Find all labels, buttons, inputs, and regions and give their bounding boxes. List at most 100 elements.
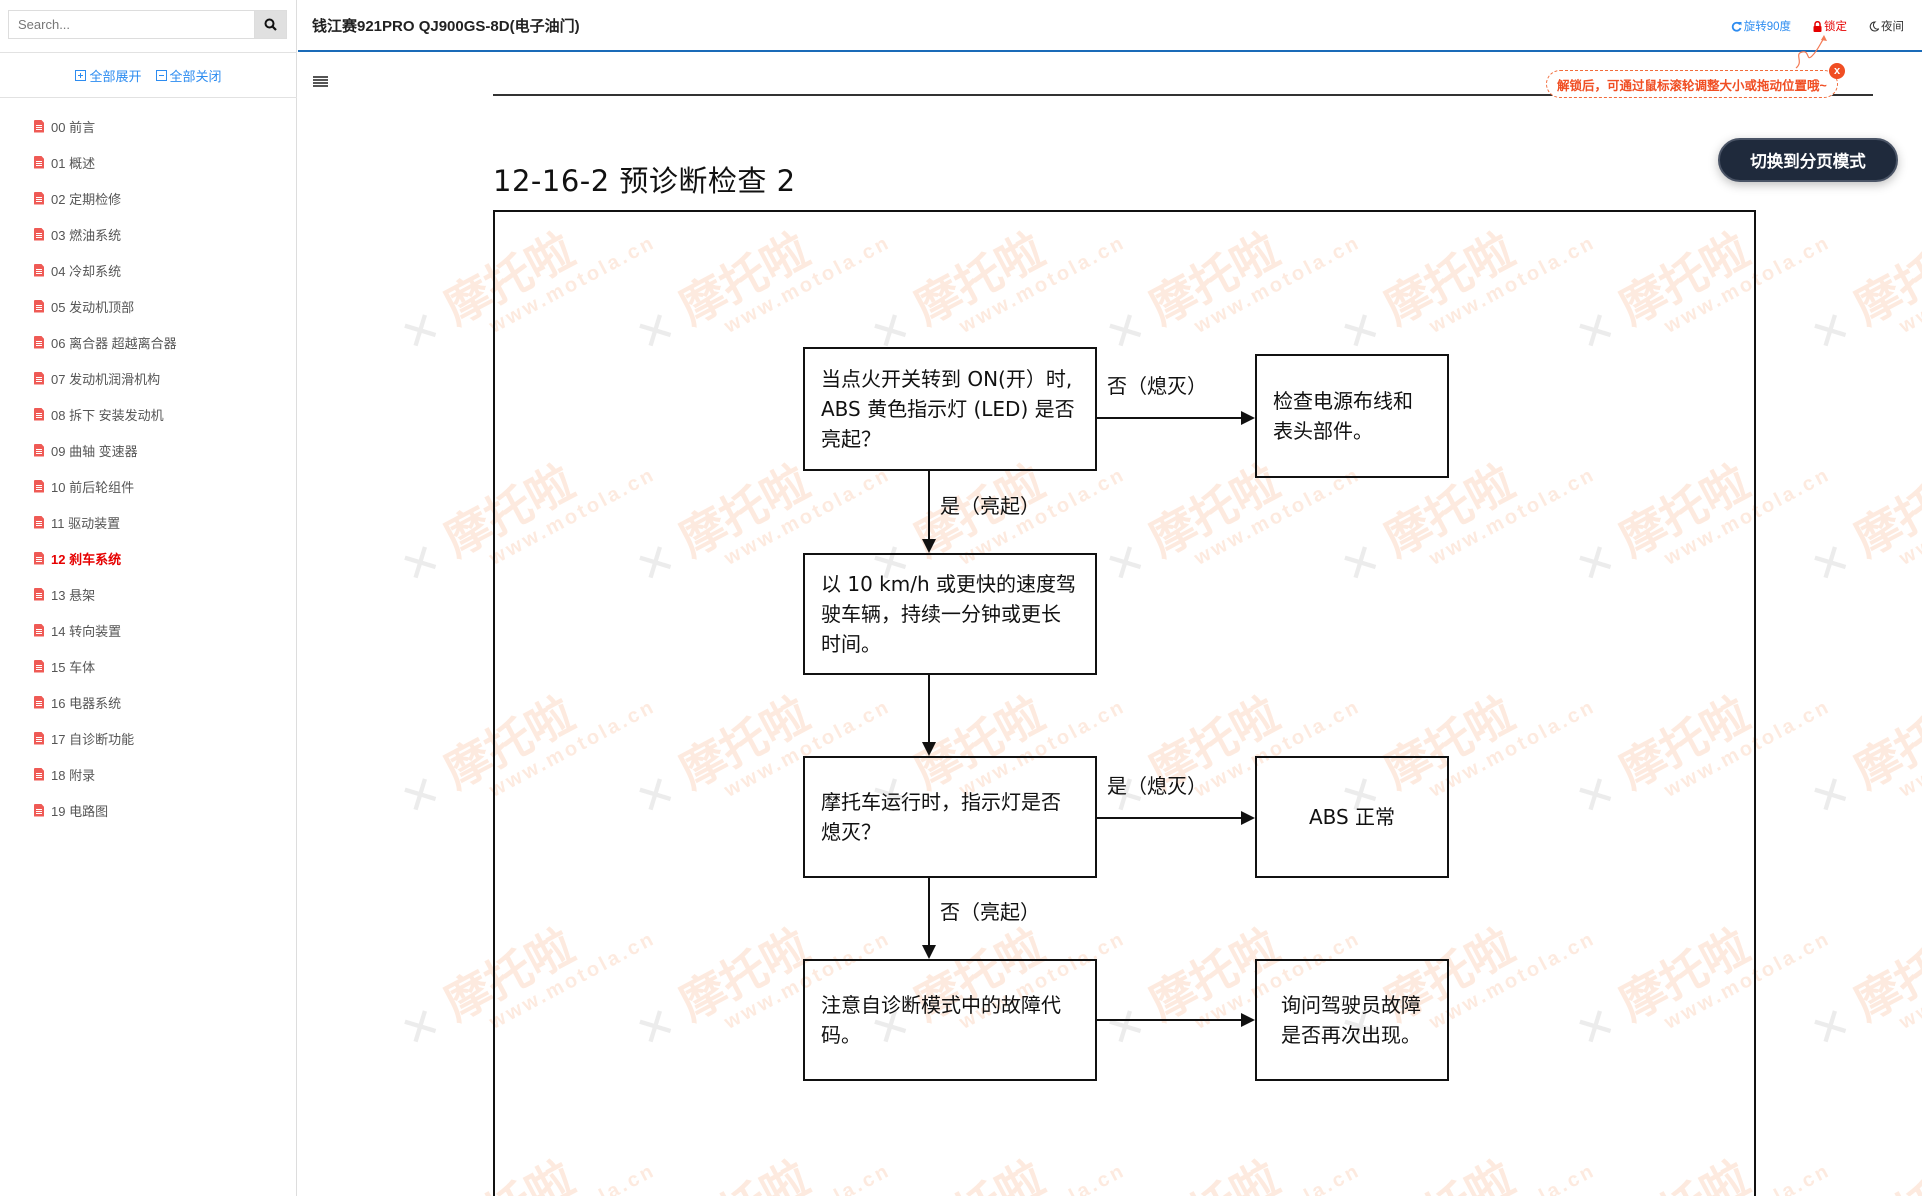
sidebar-chapter-item[interactable]: 13 悬架 — [0, 576, 297, 612]
switch-to-paged-mode-button[interactable]: 切换到分页模式 — [1718, 138, 1898, 182]
box-text: 检查电源布线和表头部件。 — [1273, 389, 1413, 443]
connector-line — [1097, 817, 1242, 819]
lock-icon — [1813, 20, 1822, 32]
document-icon — [34, 191, 44, 205]
sidebar-chapter-item[interactable]: 11 驱动装置 — [0, 504, 297, 540]
minus-square-icon — [155, 69, 167, 81]
chapter-label: 10 前后轮组件 — [51, 479, 135, 495]
chapter-label: 11 驱动装置 — [51, 515, 121, 531]
header: 钱江赛921PRO QJ900GS-8D(电子油门) 旋转90度 锁定 夜间 — [298, 0, 1922, 52]
watermark-brand: 摩托啦 — [1845, 686, 1922, 799]
lock-button[interactable]: 锁定 — [1813, 18, 1847, 34]
sidebar-chapter-item[interactable]: 05 发动机顶部 — [0, 288, 297, 324]
page-title: 12-16-2 预诊断检查 2 — [493, 164, 796, 198]
sidebar-chapter-item[interactable]: 00 前言 — [0, 108, 297, 144]
sidebar-chapter-item[interactable]: 18 附录 — [0, 756, 297, 792]
rotate-icon — [1731, 21, 1742, 32]
wrench-icon: ✕ — [393, 533, 449, 594]
chapter-label: 15 车体 — [51, 659, 96, 675]
wrench-icon: ✕ — [1803, 997, 1859, 1058]
document-icon — [34, 587, 44, 601]
search-button[interactable] — [254, 10, 287, 39]
sidebar-chapter-item[interactable]: 12 刹车系统 — [0, 540, 297, 576]
sidebar-chapter-item[interactable]: 15 车体 — [0, 648, 297, 684]
switch-button-label: 切换到分页模式 — [1750, 153, 1866, 171]
expand-all-button[interactable]: 全部展开 — [75, 66, 142, 85]
sidebar-chapter-item[interactable]: 08 拆下 安装发动机 — [0, 396, 297, 432]
search-input[interactable] — [8, 10, 254, 39]
chapter-label: 01 概述 — [51, 155, 96, 171]
document-icon — [34, 371, 44, 385]
box-text: 当点火开关转到 ON(开）时, ABS 黄色指示灯 (LED) 是否亮起？ — [821, 367, 1075, 451]
box-text: 摩托车运行时，指示灯是否熄灭？ — [821, 790, 1061, 844]
menu-toggle-icon[interactable] — [313, 76, 328, 88]
lock-label: 锁定 — [1824, 21, 1847, 33]
chapter-label: 18 附录 — [51, 767, 96, 783]
tooltip-close-button[interactable]: x — [1829, 63, 1845, 79]
flowchart-box-ask-rider: 询问驾驶员故障是否再次出现。 — [1255, 959, 1449, 1081]
document-icon — [34, 695, 44, 709]
chapter-label: 03 燃油系统 — [51, 227, 122, 243]
collapse-all-button[interactable]: 全部关闭 — [155, 66, 222, 85]
document-icon — [34, 731, 44, 745]
chapter-label: 06 离合器 超越离合器 — [51, 335, 177, 351]
document-icon — [34, 299, 44, 313]
label-no-on: 否（亮起） — [940, 900, 1040, 924]
watermark-brand: 摩托啦 — [1841, 1106, 1922, 1196]
sidebar-chapter-item[interactable]: 10 前后轮组件 — [0, 468, 297, 504]
watermark-url: www.motola.cn — [1895, 231, 1922, 338]
document-icon — [34, 551, 44, 565]
watermark-url: www.motola.cn — [1895, 695, 1922, 802]
connector-line — [928, 471, 930, 541]
chapter-label: 02 定期检修 — [51, 191, 122, 207]
page-top-rule — [493, 94, 1873, 96]
sidebar: 全部展开 全部关闭 00 前言 01 概述 02 定期检修 03 燃油系统 04 冷却系… — [0, 0, 297, 1196]
chapter-label: 00 前言 — [51, 119, 96, 135]
flowchart-box-check-power: 检查电源布线和表头部件。 — [1255, 354, 1449, 478]
sidebar-chapter-item[interactable]: 19 电路图 — [0, 792, 297, 828]
arrow-down-icon — [922, 539, 936, 553]
watermark-url: www.motola.cn — [1895, 927, 1922, 1034]
box-text: ABS 正常 — [1308, 805, 1396, 829]
watermark-url: www.motola.cn — [1896, 1159, 1922, 1196]
arrow-right-icon — [1241, 1013, 1255, 1027]
search-bar — [8, 10, 287, 39]
sidebar-chapter-item[interactable]: 02 定期检修 — [0, 180, 297, 216]
flowchart-box-note-fault-codes: 注意自诊断模式中的故障代码。 — [803, 959, 1097, 1081]
sidebar-chapter-item[interactable]: 14 转向装置 — [0, 612, 297, 648]
wrench-icon: ✕ — [393, 997, 449, 1058]
chapter-label: 09 曲轴 变速器 — [51, 443, 138, 459]
connector-line — [1097, 1019, 1242, 1021]
sidebar-chapter-item[interactable]: 09 曲轴 变速器 — [0, 432, 297, 468]
box-text: 注意自诊断模式中的故障代码。 — [821, 993, 1061, 1047]
sidebar-chapter-item[interactable]: 07 发动机润滑机构 — [0, 360, 297, 396]
flowchart-box-ignition-check: 当点火开关转到 ON(开）时, ABS 黄色指示灯 (LED) 是否亮起？ — [803, 347, 1097, 471]
divider — [0, 52, 297, 53]
sidebar-chapter-item[interactable]: 03 燃油系统 — [0, 216, 297, 252]
connector-line — [928, 675, 930, 743]
arrow-down-icon — [922, 945, 936, 959]
sidebar-chapter-item[interactable]: 01 概述 — [0, 144, 297, 180]
chapter-label: 13 悬架 — [51, 587, 96, 603]
night-label: 夜间 — [1881, 21, 1904, 33]
tooltip-text: 解锁后，可通过鼠标滚轮调整大小或拖动位置哦~ — [1557, 78, 1827, 93]
sidebar-chapter-item[interactable]: 06 离合器 超越离合器 — [0, 324, 297, 360]
expand-all-label: 全部展开 — [89, 68, 142, 84]
sidebar-chapter-item[interactable]: 17 自诊断功能 — [0, 720, 297, 756]
chapter-label: 17 自诊断功能 — [51, 731, 135, 747]
label-yes-off: 是（熄灭） — [1107, 774, 1207, 798]
sidebar-chapter-item[interactable]: 16 电器系统 — [0, 684, 297, 720]
watermark-brand: 摩托啦 — [1845, 918, 1922, 1031]
sidebar-chapter-item[interactable]: 04 冷却系统 — [0, 252, 297, 288]
rotate-button[interactable]: 旋转90度 — [1731, 18, 1791, 34]
document-icon — [34, 659, 44, 673]
document-icon — [34, 155, 44, 169]
box-text: 询问驾驶员故障是否再次出现。 — [1281, 993, 1421, 1047]
night-mode-button[interactable]: 夜间 — [1869, 18, 1904, 34]
